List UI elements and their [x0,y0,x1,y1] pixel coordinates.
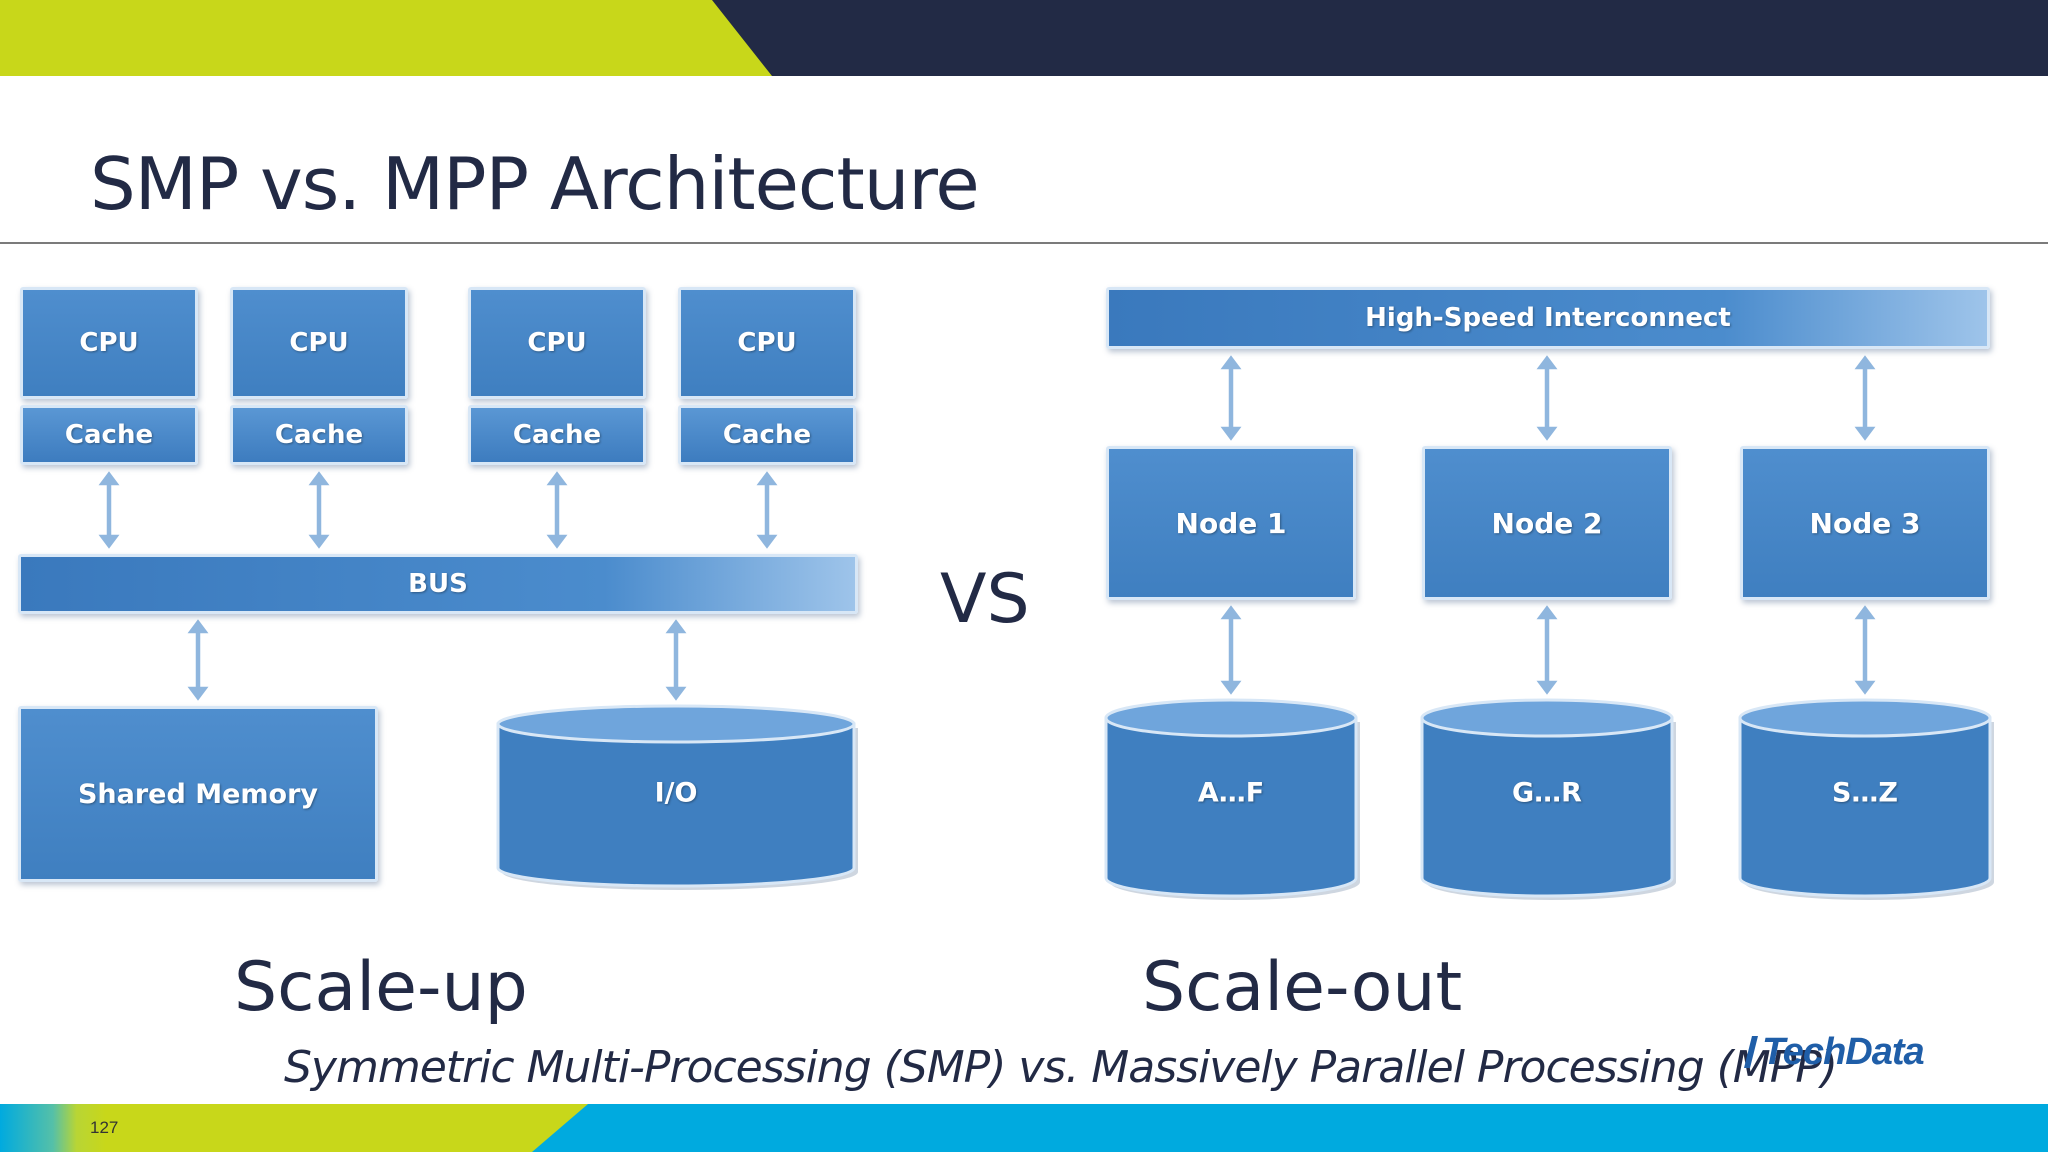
storage-cylinder [1104,698,1360,900]
scale-out-label: Scale-out [1142,948,1463,1027]
storage-label: A…F [1197,777,1265,809]
double-arrow-icon [753,468,781,552]
cache-box: Cache [468,405,646,465]
vs-label: VS [940,560,1030,639]
cpu-box: CPU [468,287,646,399]
cache-box: Cache [230,405,408,465]
double-arrow-icon [184,616,212,704]
double-arrow-icon [1851,352,1879,444]
node-box: Node 2 [1422,446,1672,600]
double-arrow-icon [95,468,123,552]
double-arrow-icon [1217,602,1245,698]
storage-label: S…Z [1831,777,1899,809]
storage-cylinder [496,704,858,890]
cpu-box: CPU [20,287,198,399]
scale-up-label: Scale-up [234,948,528,1027]
title-divider [0,242,2048,244]
io-label: I/O [654,777,698,809]
storage-cylinder [1420,698,1676,900]
double-arrow-icon [305,468,333,552]
techdata-logo-mark-icon [1744,1036,1758,1068]
interconnect-bar: High-Speed Interconnect [1106,287,1990,349]
node-box: Node 1 [1106,446,1356,600]
node-box: Node 3 [1740,446,1990,600]
cpu-box: CPU [678,287,856,399]
double-arrow-icon [1533,602,1561,698]
techdata-logo: TechData [1740,1024,1925,1080]
double-arrow-icon [1217,352,1245,444]
top-banner [0,0,2048,76]
shared-memory-box: Shared Memory [18,706,378,882]
bus-bar: BUS [18,554,858,614]
double-arrow-icon [543,468,571,552]
slide-subtitle: Symmetric Multi-Processing (SMP) vs. Mas… [284,1042,1838,1093]
bottom-banner [0,1104,2048,1152]
double-arrow-icon [662,616,690,704]
double-arrow-icon [1533,352,1561,444]
cache-box: Cache [678,405,856,465]
logo-text: TechData [1762,1030,1925,1073]
cpu-box: CPU [230,287,408,399]
storage-cylinder [1738,698,1994,900]
storage-label: G…R [1512,777,1582,809]
page-number: 127 [90,1118,119,1137]
double-arrow-icon [1851,602,1879,698]
slide-title: SMP vs. MPP Architecture [90,142,980,226]
cache-box: Cache [20,405,198,465]
